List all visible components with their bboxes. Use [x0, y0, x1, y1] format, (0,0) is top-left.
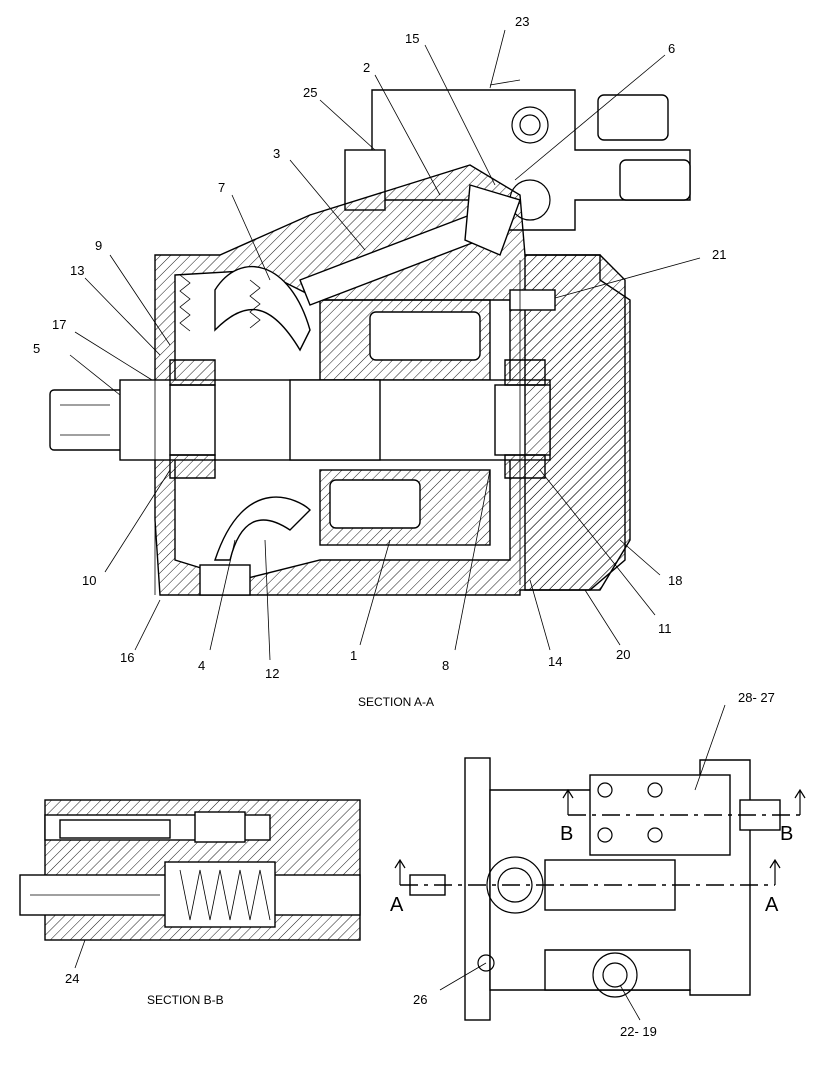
- callout-2: 2: [363, 60, 370, 75]
- section-marker-a-left: A: [390, 894, 404, 916]
- section-marker-b-right: B: [780, 823, 793, 845]
- callout-12: 12: [265, 666, 279, 681]
- callout-26: 26: [413, 992, 427, 1007]
- callout-8: 8: [442, 658, 449, 673]
- callout-15: 15: [405, 31, 419, 46]
- callout-22-19: 22- 19: [620, 1024, 657, 1039]
- leader-24: [74, 939, 86, 969]
- callout-24: 24: [65, 971, 79, 986]
- callout-labels: 1 2 3 4 5 6 7 8 9 10 11 12 13 14 15 16 1…: [33, 14, 793, 1039]
- section-a-a-caption: SECTION A-A: [358, 695, 434, 709]
- callout-7: 7: [218, 180, 225, 195]
- callout-5: 5: [33, 341, 40, 356]
- callout-9: 9: [95, 238, 102, 253]
- leader-lines-exterior: [439, 704, 726, 1021]
- callout-10: 10: [82, 573, 96, 588]
- callout-17: 17: [52, 317, 66, 332]
- callout-4: 4: [198, 658, 205, 673]
- section-b-b-caption: SECTION B-B: [147, 993, 224, 1007]
- section-a-a-view: [49, 89, 691, 596]
- leader-lines-a-a: [69, 29, 701, 661]
- callout-23: 23: [515, 14, 529, 29]
- callout-28-27: 28- 27: [738, 690, 775, 705]
- callout-18: 18: [668, 573, 682, 588]
- exterior-view: [394, 757, 806, 1021]
- callout-25: 25: [303, 85, 317, 100]
- callout-16: 16: [120, 650, 134, 665]
- section-marker-a-right: A: [765, 894, 779, 916]
- callout-21: 21: [712, 247, 726, 262]
- callout-1: 1: [350, 648, 357, 663]
- callout-3: 3: [273, 146, 280, 161]
- callout-14: 14: [548, 654, 562, 669]
- section-marker-b-left: B: [560, 823, 573, 845]
- callout-11: 11: [658, 621, 672, 636]
- callout-20: 20: [616, 647, 630, 662]
- callout-13: 13: [70, 263, 84, 278]
- section-b-b-view: [19, 799, 361, 941]
- callout-6: 6: [668, 41, 675, 56]
